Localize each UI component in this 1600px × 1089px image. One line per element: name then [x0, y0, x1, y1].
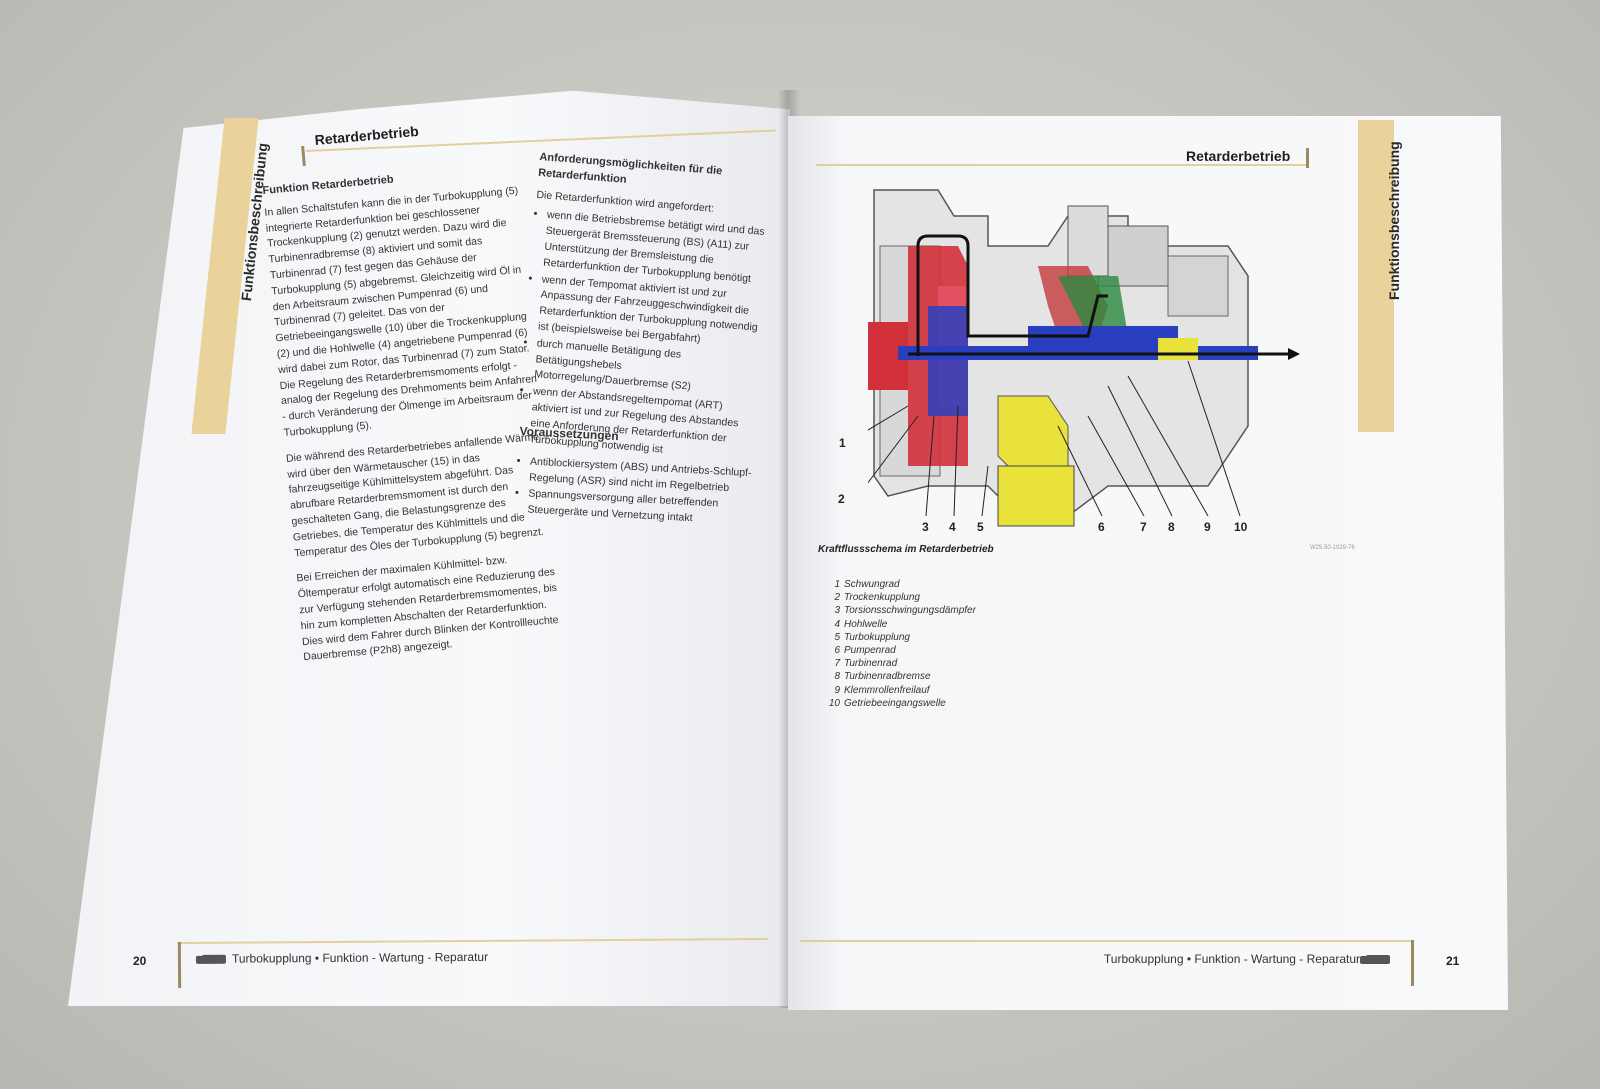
callout-6: 6: [1098, 520, 1105, 534]
right-side-tab-label: Funktionsbeschreibung: [1386, 141, 1402, 300]
truck-icon: [201, 955, 226, 965]
callout-5: 5: [977, 520, 984, 534]
right-footer-rule: [800, 940, 1414, 942]
left-preconditions-list: Antiblockiersystem (ABS) und Antriebs-Sc…: [515, 454, 778, 532]
figure-caption: Kraftflussschema im Retarderbetrieb: [818, 544, 994, 555]
callout-9: 9: [1204, 520, 1211, 534]
right-header-title: Retarderbetrieb: [1186, 148, 1291, 164]
kraftfluss-diagram: [868, 186, 1304, 538]
left-footer-tick: [177, 942, 182, 989]
callout-1: 1: [839, 436, 846, 450]
left-page: [68, 90, 790, 1006]
left-footer-label: Turbokupplung • Funktion - Wartung - Rep…: [231, 949, 489, 966]
right-header-tick: [1306, 148, 1309, 168]
right-footer-tick: [1411, 940, 1414, 986]
left-footer: Turbokupplung • Funktion - Wartung - Rep…: [177, 937, 768, 990]
truck-icon: [1360, 955, 1390, 965]
left-column-2: Anforderungsmöglichkeiten für die Retard…: [517, 150, 772, 466]
right-side-tab: [1358, 120, 1394, 432]
left-paragraph-3: Bei Erreichen der maximalen Kühlmittel- …: [296, 554, 559, 664]
callout-10: 10: [1234, 520, 1248, 534]
callout-2: 2: [838, 492, 845, 506]
left-page-number: 20: [133, 954, 147, 968]
callout-3: 3: [922, 520, 929, 534]
left-paragraph-1: In allen Schaltstufen kann die in der Tu…: [263, 184, 538, 439]
figure-id: W25.50-1029-76: [1310, 545, 1355, 551]
right-footer-text: Turbokupplung • Funktion - Wartung - Rep…: [1104, 952, 1396, 966]
right-page-number: 21: [1446, 954, 1460, 968]
left-column-2-lower: Voraussetzungen Antiblockiersystem (ABS)…: [515, 424, 780, 532]
right-header-rule: [816, 164, 1308, 166]
right-footer-label: Turbokupplung • Funktion - Wartung - Rep…: [1103, 952, 1360, 966]
callout-7: 7: [1140, 520, 1147, 534]
callout-8: 8: [1168, 520, 1175, 534]
callout-4: 4: [949, 520, 956, 534]
right-footer: Turbokupplung • Funktion - Wartung - Rep…: [800, 940, 1414, 988]
left-footer-text: Turbokupplung • Funktion - Wartung - Rep…: [196, 950, 488, 966]
